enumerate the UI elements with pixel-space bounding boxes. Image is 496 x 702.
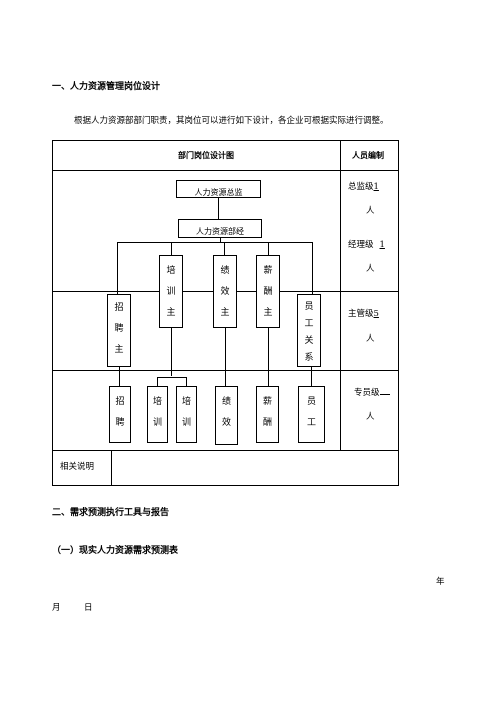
section2-subheading: （一）现实人力资源需求预测表 (52, 546, 179, 556)
spec-recruit-char-1: 招 (115, 397, 125, 407)
er-char-4: 系 (304, 353, 314, 363)
compensation-supervisor-box: 薪 酬 主 (256, 255, 280, 328)
spec-training1-char-1: 培 (152, 397, 162, 407)
staffing-director-unit: 人 (366, 206, 375, 216)
date-month: 月 (52, 603, 61, 613)
compensation-sup-char-2: 酬 (263, 287, 273, 297)
manager-label: 人力资源部经 (196, 227, 244, 236)
notes-label: 相关说明 (60, 462, 95, 472)
recruit-supervisor-box: 招 聘 主 (107, 294, 131, 367)
date-year: 年 (436, 577, 445, 587)
performance-sup-char-1: 绩 (220, 266, 230, 276)
specialist-training-1-box: 培 训 (147, 386, 168, 443)
header-staffing: 人员编制 (352, 150, 384, 160)
er-char-2: 工 (304, 319, 314, 329)
spec-employee-char-1: 员 (306, 397, 316, 407)
specialist-recruit-box: 招 聘 (109, 386, 131, 443)
spec-training1-char-2: 训 (152, 418, 162, 428)
er-char-3: 关 (304, 336, 314, 346)
specialist-training-2-box: 培 训 (176, 386, 197, 443)
spec-compensation-char-1: 薪 (262, 397, 272, 407)
staffing-supervisor: 主管级5 (348, 309, 379, 319)
header-department-design: 部门岗位设计图 (178, 150, 234, 160)
section-heading: 一、人力资源管理岗位设计 (52, 82, 161, 92)
compensation-sup-char-3: 主 (263, 308, 273, 318)
specialist-employee-box: 员 工 (298, 386, 325, 443)
staffing-specialist: 专员级 (354, 386, 390, 398)
spec-employee-char-2: 工 (306, 418, 316, 428)
compensation-sup-char-1: 薪 (263, 266, 273, 276)
spec-training2-char-1: 培 (181, 397, 191, 407)
performance-sup-char-2: 效 (220, 287, 230, 297)
spec-recruit-char-2: 聘 (115, 418, 125, 428)
director-box: 人力资源总监 (176, 180, 261, 198)
intro-paragraph: 根据人力资源部部门职责，其岗位可以进行如下设计，各企业可根据实际进行调整。 (74, 116, 389, 126)
staffing-director: 总监级1 (348, 182, 379, 192)
recruit-sup-char-3: 主 (114, 345, 124, 355)
training-sup-char-1: 培 (166, 266, 176, 276)
training-sup-char-2: 训 (166, 287, 176, 297)
recruit-sup-char-2: 聘 (114, 324, 124, 334)
staffing-supervisor-unit: 人 (366, 334, 375, 344)
specialist-performance-box: 绩 效 (215, 386, 238, 445)
manager-box: 人力资源部经 (178, 219, 262, 238)
spec-compensation-char-2: 酬 (262, 418, 272, 428)
training-sup-char-3: 主 (166, 308, 176, 318)
date-day: 日 (84, 603, 93, 613)
staffing-manager-unit: 人 (366, 264, 375, 274)
performance-sup-char-3: 主 (220, 308, 230, 318)
specialist-compensation-box: 薪 酬 (256, 386, 279, 443)
staffing-specialist-unit: 人 (366, 412, 375, 422)
recruit-sup-char-1: 招 (114, 303, 124, 313)
spec-performance-char-2: 效 (221, 418, 231, 428)
er-char-1: 员 (304, 302, 314, 312)
spec-training2-char-2: 训 (181, 418, 191, 428)
director-label: 人力资源总监 (194, 188, 243, 197)
spec-performance-char-1: 绩 (221, 397, 231, 407)
training-supervisor-box: 培 训 主 (159, 255, 183, 328)
employee-relations-box: 员 工 关 系 (297, 294, 321, 367)
performance-supervisor-box: 绩 效 主 (213, 255, 237, 328)
section2-heading: 二、需求预测执行工具与报告 (52, 508, 170, 518)
